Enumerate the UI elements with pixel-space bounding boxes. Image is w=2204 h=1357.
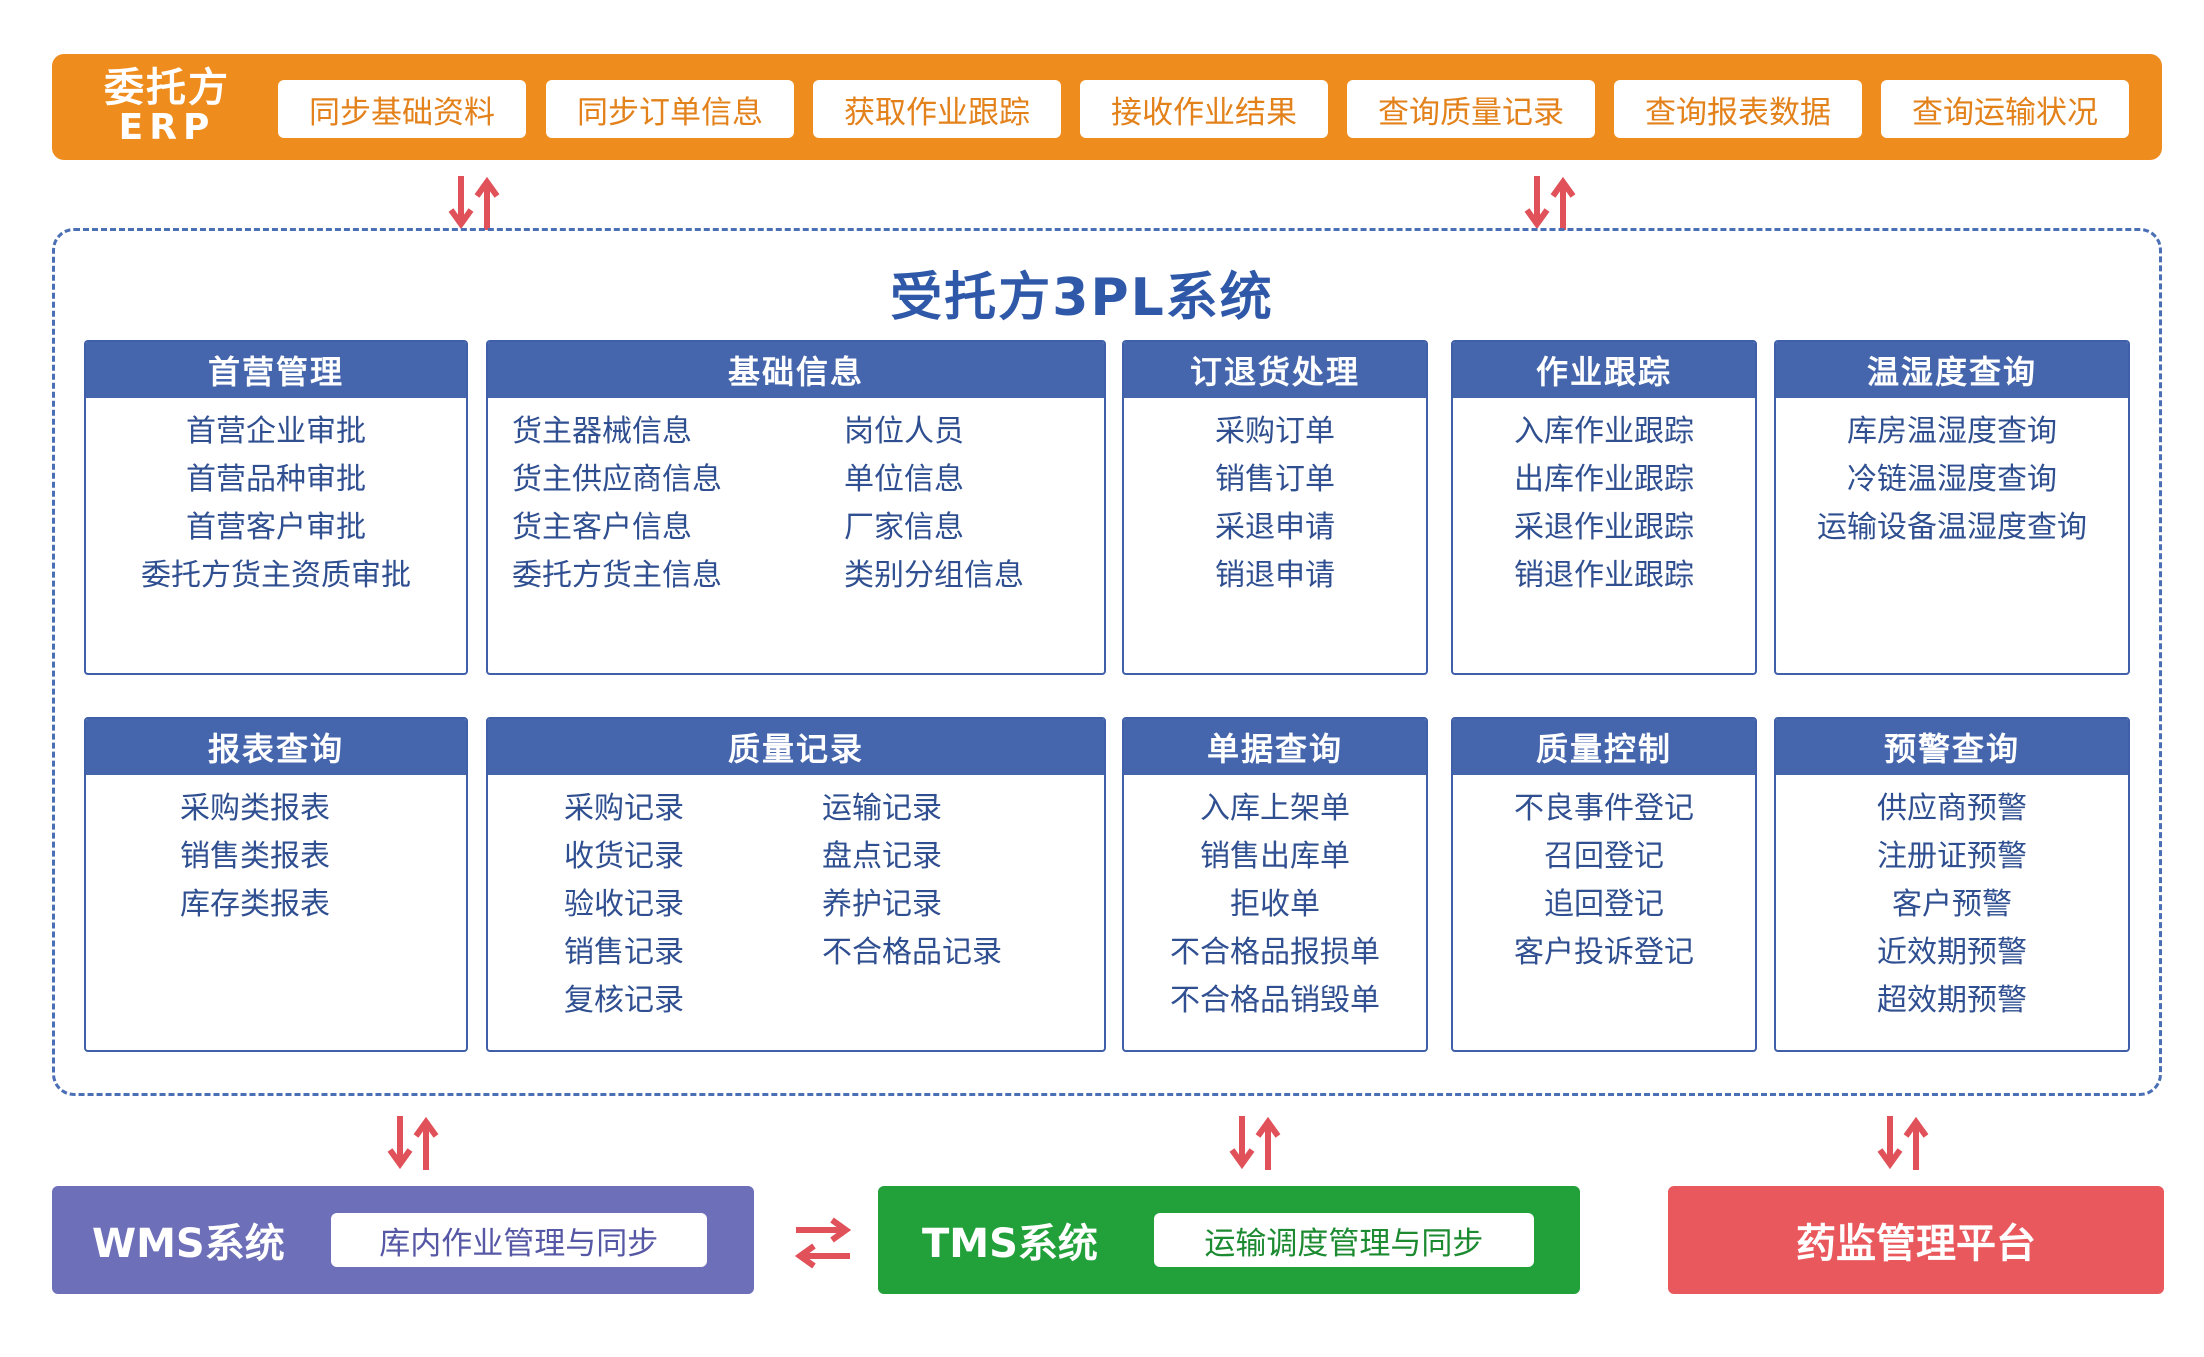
module-item[interactable]: 单位信息 <box>844 462 964 497</box>
module-item[interactable]: 养护记录 <box>822 887 942 922</box>
module-shouying: 首营管理 首营企业审批 首营品种审批 首营客户审批 委托方货主资质审批 <box>84 340 468 675</box>
module-item[interactable]: 类别分组信息 <box>844 558 1024 593</box>
module-item[interactable]: 运输设备温湿度查询 <box>1817 510 2087 545</box>
module-item[interactable]: 冷链温湿度查询 <box>1847 462 2057 497</box>
yaojian-platform[interactable]: 药监管理平台 <box>1668 1186 2164 1294</box>
module-header: 温湿度查询 <box>1776 342 2128 398</box>
erp-button-get-tracking[interactable]: 获取作业跟踪 <box>813 80 1061 138</box>
module-item[interactable]: 库房温湿度查询 <box>1847 414 2057 449</box>
module-baobiao: 报表查询 采购类报表 销售类报表 库存类报表 <box>84 717 468 1052</box>
module-header: 基础信息 <box>488 342 1104 398</box>
module-item[interactable]: 货主客户信息 <box>512 510 692 545</box>
module-item[interactable]: 追回登记 <box>1544 887 1664 922</box>
module-item[interactable]: 销退申请 <box>1215 558 1335 593</box>
module-item[interactable]: 厂家信息 <box>844 510 964 545</box>
swap-arrow-icon <box>794 1217 852 1269</box>
module-zuoye: 作业跟踪 入库作业跟踪 出库作业跟踪 采退作业跟踪 销退作业跟踪 <box>1451 340 1757 675</box>
module-item[interactable]: 不合格品记录 <box>822 935 1002 970</box>
wms-system-name: WMS系统 <box>92 1221 285 1267</box>
bidirectional-arrow-icon <box>1229 1116 1281 1170</box>
module-header: 预警查询 <box>1776 719 2128 775</box>
module-item[interactable]: 销退作业跟踪 <box>1514 558 1694 593</box>
module-item[interactable]: 采购记录 <box>564 791 684 826</box>
module-item[interactable]: 委托方货主信息 <box>512 558 722 593</box>
module-wenshidu: 温湿度查询 库房温湿度查询 冷链温湿度查询 运输设备温湿度查询 <box>1774 340 2130 675</box>
wms-system[interactable]: WMS系统 库内作业管理与同步 <box>52 1186 754 1294</box>
module-item[interactable]: 盘点记录 <box>822 839 942 874</box>
erp-label: 委托方 ERP <box>52 54 282 160</box>
module-item[interactable]: 客户投诉登记 <box>1514 935 1694 970</box>
module-item[interactable]: 销售出库单 <box>1200 839 1350 874</box>
module-header: 首营管理 <box>86 342 466 398</box>
module-item[interactable]: 库存类报表 <box>180 887 330 922</box>
yaojian-platform-name: 药监管理平台 <box>1796 1221 2036 1267</box>
module-item[interactable]: 召回登记 <box>1544 839 1664 874</box>
module-jichu: 基础信息 货主器械信息 货主供应商信息 货主客户信息 委托方货主信息 岗位人员 … <box>486 340 1106 675</box>
3pl-system-frame <box>52 228 2162 1096</box>
erp-button-query-reports[interactable]: 查询报表数据 <box>1614 80 1862 138</box>
module-item[interactable]: 客户预警 <box>1892 887 2012 922</box>
erp-button-query-quality[interactable]: 查询质量记录 <box>1347 80 1595 138</box>
module-item[interactable]: 采退申请 <box>1215 510 1335 545</box>
module-danju: 单据查询 入库上架单 销售出库单 拒收单 不合格品报损单 不合格品销毁单 <box>1122 717 1428 1052</box>
module-header: 质量控制 <box>1453 719 1755 775</box>
erp-button-query-transport[interactable]: 查询运输状况 <box>1881 80 2129 138</box>
module-item[interactable]: 采退作业跟踪 <box>1514 510 1694 545</box>
module-item[interactable]: 委托方货主资质审批 <box>141 558 411 593</box>
module-item[interactable]: 销售类报表 <box>180 839 330 874</box>
erp-button-sync-basic[interactable]: 同步基础资料 <box>278 80 526 138</box>
module-item[interactable]: 不合格品报损单 <box>1170 935 1380 970</box>
module-item[interactable]: 入库上架单 <box>1200 791 1350 826</box>
module-item[interactable]: 不良事件登记 <box>1514 791 1694 826</box>
module-item[interactable]: 销售记录 <box>564 935 684 970</box>
bidirectional-arrow-icon <box>387 1116 439 1170</box>
module-dingtui: 订退货处理 采购订单 销售订单 采退申请 销退申请 <box>1122 340 1428 675</box>
wms-system-tag: 库内作业管理与同步 <box>330 1213 707 1267</box>
bidirectional-arrow-icon <box>1524 176 1576 230</box>
module-item[interactable]: 不合格品销毁单 <box>1170 983 1380 1018</box>
module-item[interactable]: 货主供应商信息 <box>512 462 722 497</box>
module-header: 订退货处理 <box>1124 342 1426 398</box>
tms-system-tag: 运输调度管理与同步 <box>1153 1213 1534 1267</box>
module-item[interactable]: 供应商预警 <box>1877 791 2027 826</box>
module-header: 作业跟踪 <box>1453 342 1755 398</box>
module-header: 质量记录 <box>488 719 1104 775</box>
bidirectional-arrow-icon <box>1877 1116 1929 1170</box>
module-item[interactable]: 货主器械信息 <box>512 414 692 449</box>
erp-button-sync-orders[interactable]: 同步订单信息 <box>546 80 794 138</box>
bidirectional-arrow-icon <box>448 176 500 230</box>
module-item[interactable]: 首营客户审批 <box>186 510 366 545</box>
module-item[interactable]: 超效期预警 <box>1877 983 2027 1018</box>
erp-label-line2: ERP <box>118 107 216 149</box>
module-item[interactable]: 采购类报表 <box>180 791 330 826</box>
tms-system[interactable]: TMS系统 运输调度管理与同步 <box>878 1186 1580 1294</box>
main-title: 受托方3PL系统 <box>890 268 1274 328</box>
module-item[interactable]: 验收记录 <box>564 887 684 922</box>
module-item[interactable]: 注册证预警 <box>1877 839 2027 874</box>
module-item[interactable]: 出库作业跟踪 <box>1514 462 1694 497</box>
module-item[interactable]: 拒收单 <box>1230 887 1320 922</box>
module-header: 单据查询 <box>1124 719 1426 775</box>
module-item[interactable]: 首营企业审批 <box>186 414 366 449</box>
module-item[interactable]: 首营品种审批 <box>186 462 366 497</box>
module-header: 报表查询 <box>86 719 466 775</box>
module-item[interactable]: 收货记录 <box>564 839 684 874</box>
module-item[interactable]: 近效期预警 <box>1877 935 2027 970</box>
erp-button-receive-results[interactable]: 接收作业结果 <box>1080 80 1328 138</box>
module-item[interactable]: 入库作业跟踪 <box>1514 414 1694 449</box>
module-item[interactable]: 销售订单 <box>1215 462 1335 497</box>
module-item[interactable]: 运输记录 <box>822 791 942 826</box>
module-item[interactable]: 岗位人员 <box>844 414 964 449</box>
tms-system-name: TMS系统 <box>922 1221 1098 1267</box>
module-item[interactable]: 采购订单 <box>1215 414 1335 449</box>
module-zhiliang: 质量记录 采购记录 收货记录 验收记录 销售记录 复核记录 运输记录 盘点记录 … <box>486 717 1106 1052</box>
module-yujing: 预警查询 供应商预警 注册证预警 客户预警 近效期预警 超效期预警 <box>1774 717 2130 1052</box>
erp-label-line1: 委托方 <box>104 65 230 112</box>
module-item[interactable]: 复核记录 <box>564 983 684 1018</box>
module-kongzhi: 质量控制 不良事件登记 召回登记 追回登记 客户投诉登记 <box>1451 717 1757 1052</box>
